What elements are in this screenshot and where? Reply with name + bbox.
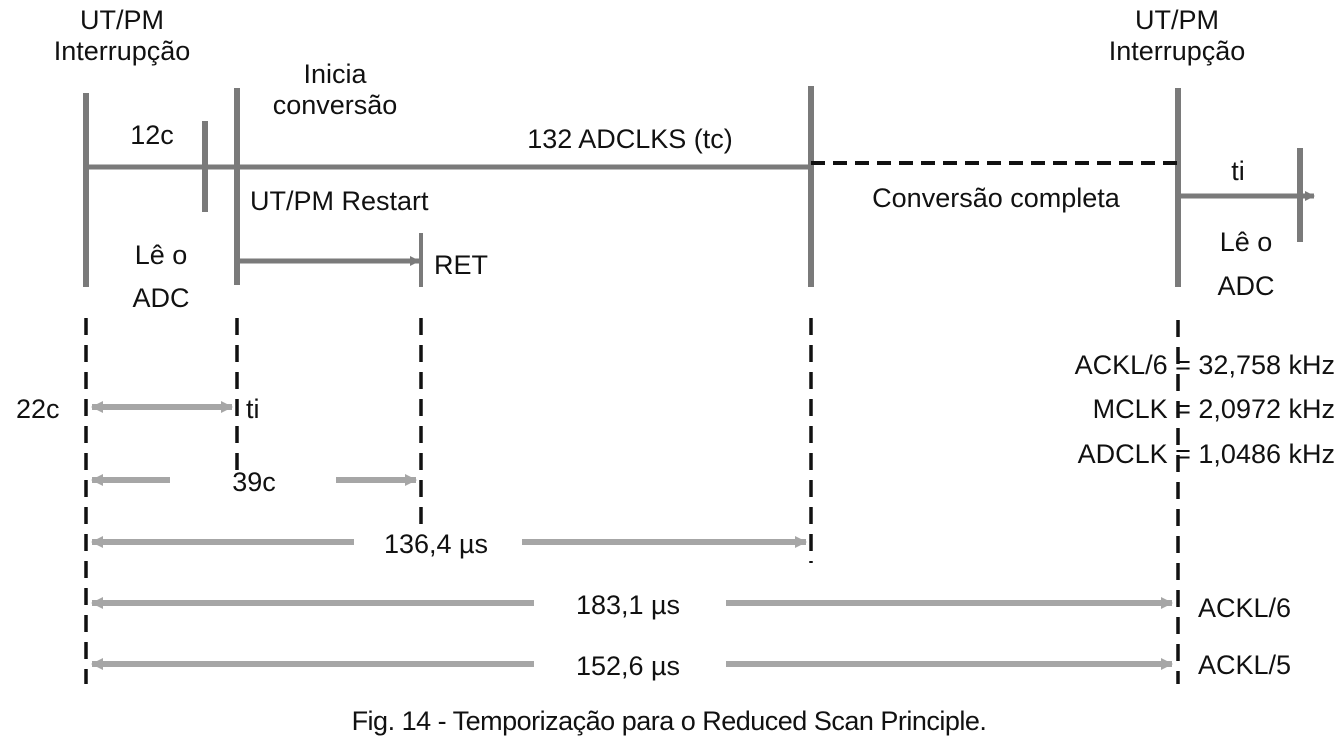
label-152: 152,6 µs <box>576 651 680 681</box>
labels: UT/PM Interrupção Inicia conversão 12c 1… <box>16 5 1335 736</box>
label-ti-left: ti <box>246 394 260 424</box>
label-ret: RET <box>434 250 488 280</box>
label-136: 136,4 µs <box>384 529 488 559</box>
dashed-guides <box>84 318 1180 684</box>
timeline-bars <box>83 86 1303 287</box>
label-aclk6: ACKL/6 <box>1198 593 1291 623</box>
label-adclks: 132 ADCLKS (tc) <box>527 124 733 154</box>
label-mclk-freq: MCLK = 2,0972 kHz <box>1093 394 1335 424</box>
timeline-segments <box>86 164 1315 266</box>
label-read-adc-right-2: ADC <box>1217 271 1274 301</box>
label-ti-right: ti <box>1231 156 1245 186</box>
label-adclk-freq: ADCLK = 1,0486 kHz <box>1078 439 1335 469</box>
label-183: 183,1 µs <box>576 590 680 620</box>
label-12c: 12c <box>130 120 174 150</box>
label-aclk6-freq: ACKL/6 = 32,758 kHz <box>1075 350 1335 380</box>
label-conversion-complete: Conversão completa <box>872 183 1121 213</box>
label-start-conversion-2: conversão <box>273 90 398 120</box>
label-interrupt-left-1: UT/PM <box>80 5 164 35</box>
label-read-adc-left-1: Lê o <box>135 240 188 270</box>
label-start-conversion-1: Inicia <box>303 59 367 89</box>
label-39c: 39c <box>232 467 276 497</box>
duration-arrows <box>91 401 1173 670</box>
label-aclk5: ACKL/5 <box>1198 650 1291 680</box>
label-restart: UT/PM Restart <box>250 186 429 216</box>
label-interrupt-right-1: UT/PM <box>1135 5 1219 35</box>
figure-caption: Fig. 14 - Temporização para o Reduced Sc… <box>352 706 987 736</box>
label-22c: 22c <box>16 394 60 424</box>
label-read-adc-left-2: ADC <box>132 283 189 313</box>
label-interrupt-right-2: Interrupção <box>1109 36 1246 66</box>
label-read-adc-right-1: Lê o <box>1220 227 1273 257</box>
label-interrupt-left-2: Interrupção <box>54 36 191 66</box>
